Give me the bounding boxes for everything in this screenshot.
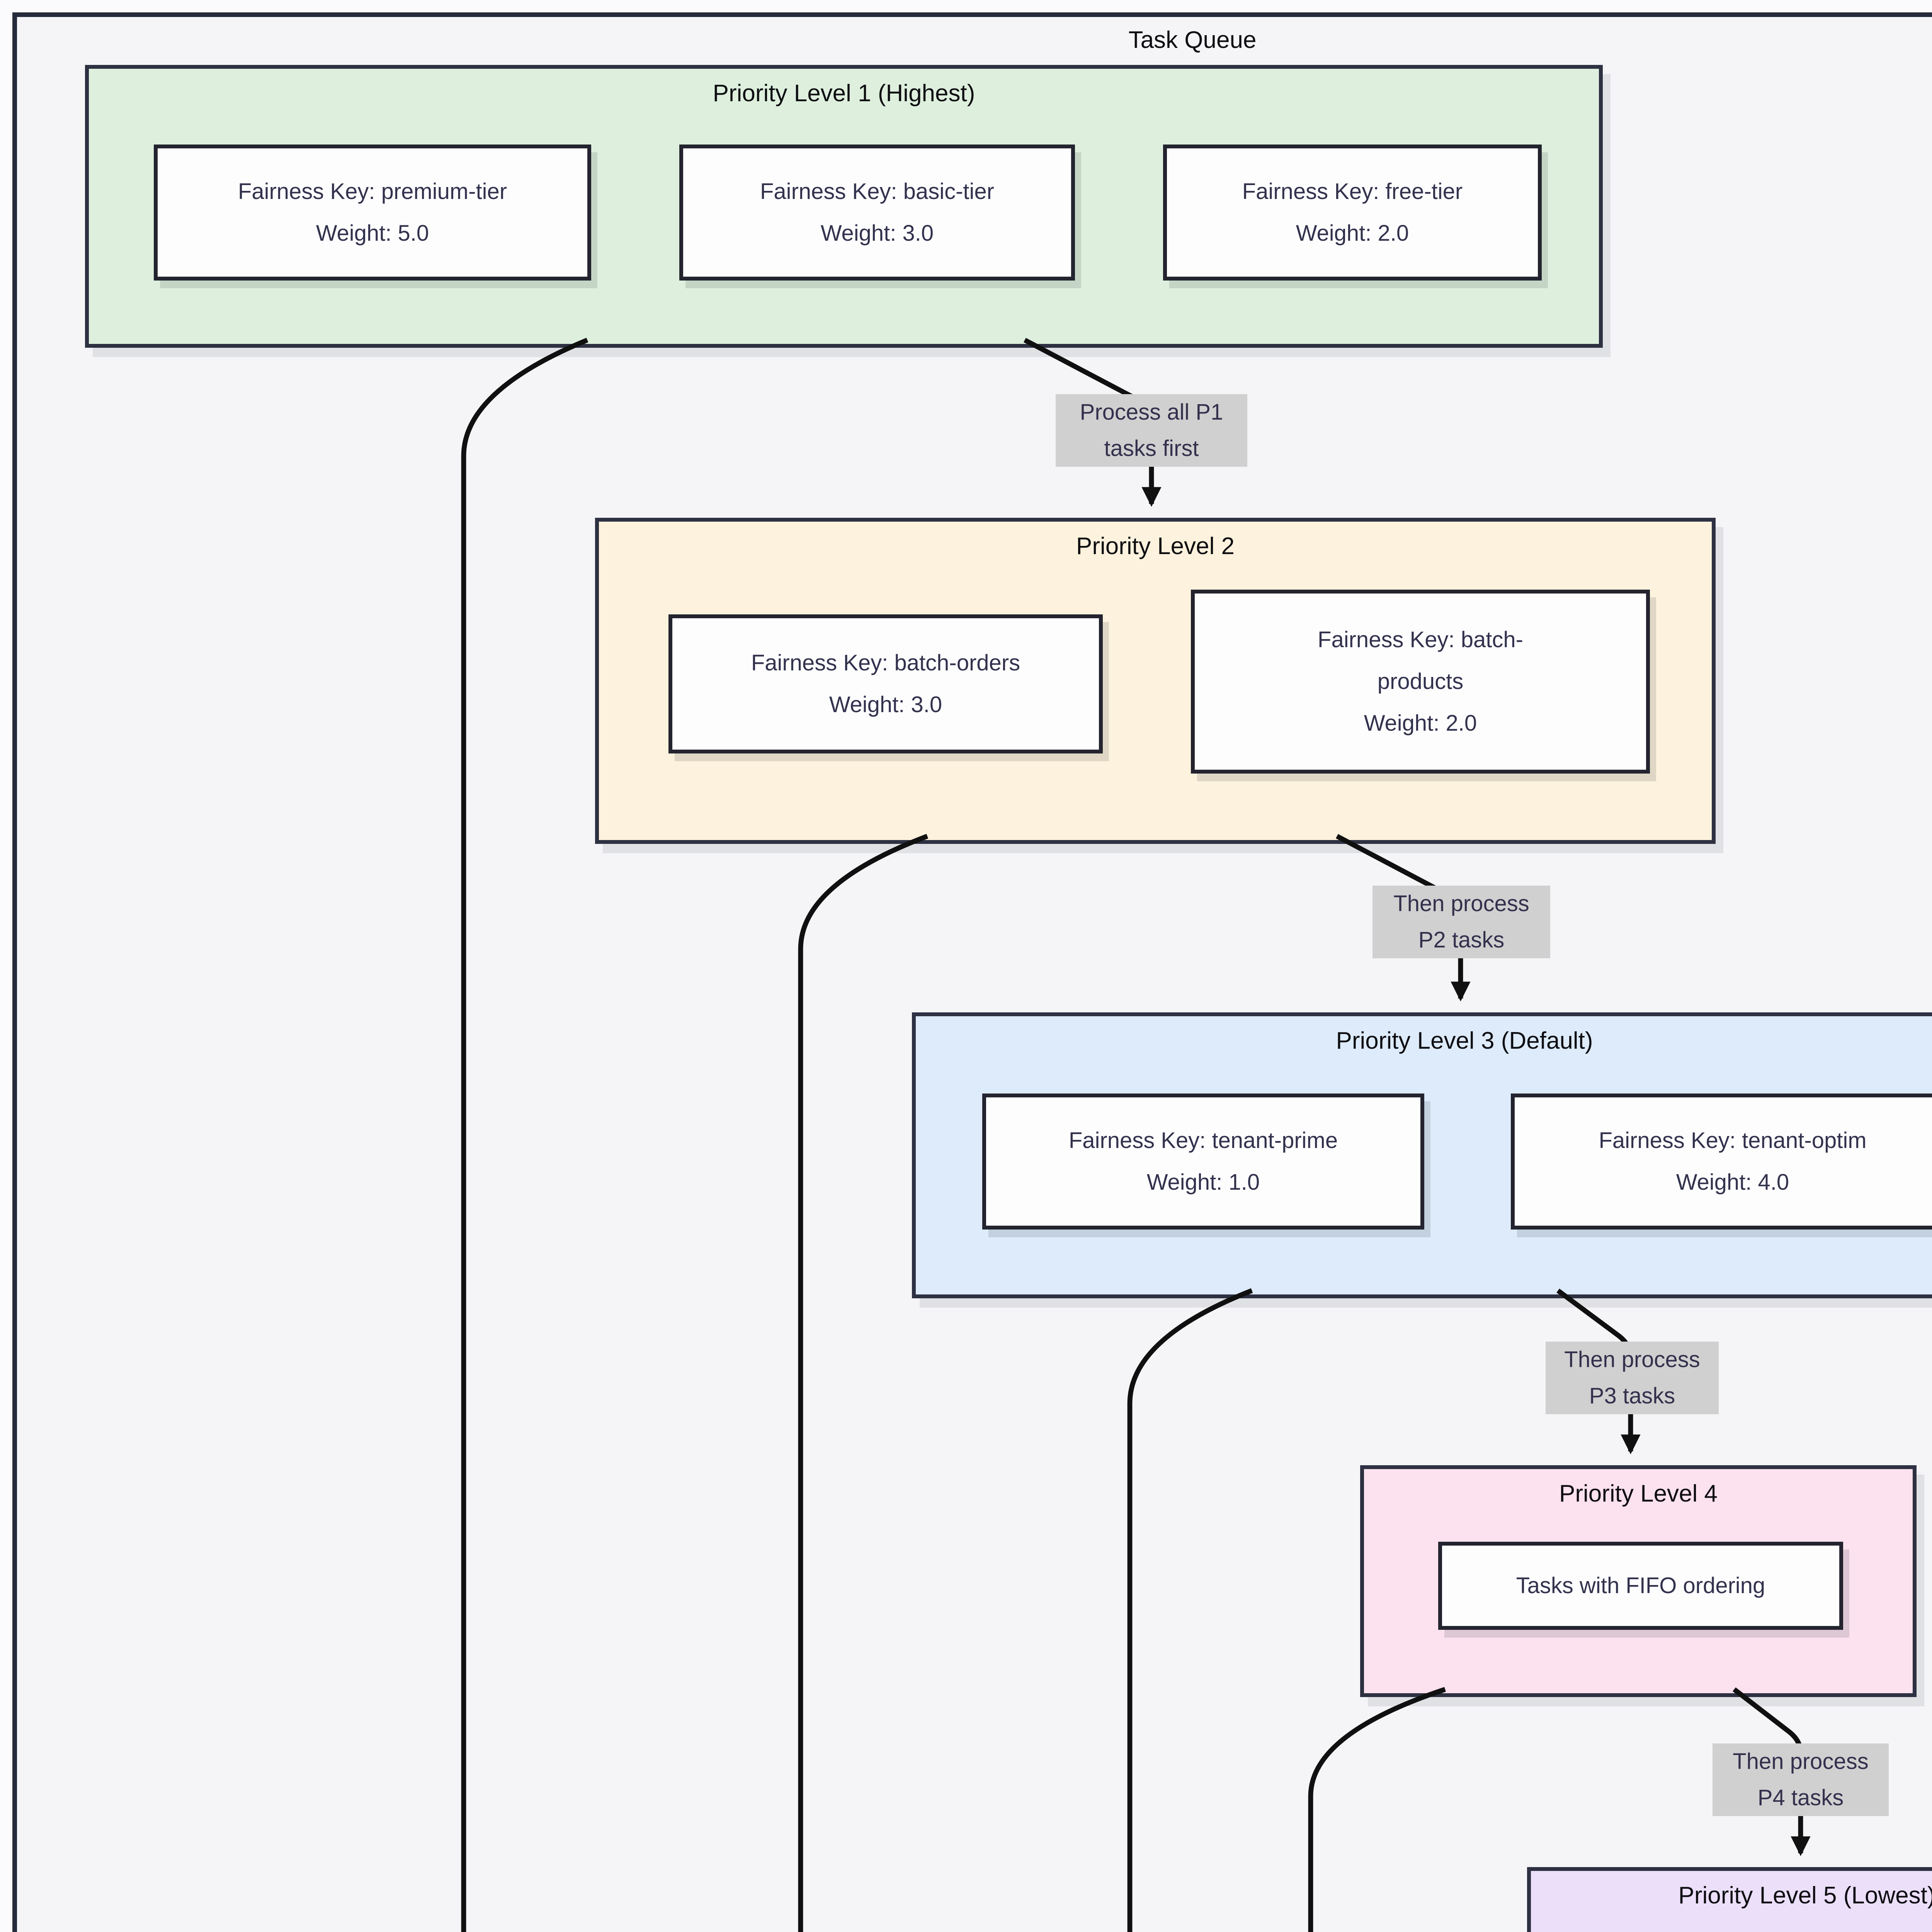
priority-level-1-title: Priority Level 1 (Highest) [713, 80, 975, 107]
priority-level-4-group: Priority Level 4 Tasks with FIFO orderin… [1360, 1465, 1917, 1697]
priority-level-3-group: Priority Level 3 (Default) Fairness Key:… [912, 1012, 1932, 1298]
priority-level-1-group: Priority Level 1 (Highest) Fairness Key:… [85, 65, 1603, 348]
task-queue-title: Task Queue [1128, 27, 1257, 53]
priority-level-5-title: Priority Level 5 (Lowest) [1678, 1882, 1932, 1909]
priority-level-2-title: Priority Level 2 [1076, 533, 1235, 560]
node-p4-fifo: Tasks with FIFO ordering [1438, 1542, 1843, 1630]
priority-level-4-title: Priority Level 4 [1559, 1480, 1718, 1507]
priority-level-5-group: Priority Level 5 (Lowest) Tasks with FIF… [1527, 1867, 1932, 1932]
priority-level-2-group: Priority Level 2 Fairness Key: batch-ord… [595, 518, 1716, 844]
priority-level-3-title: Priority Level 3 (Default) [1336, 1027, 1593, 1054]
